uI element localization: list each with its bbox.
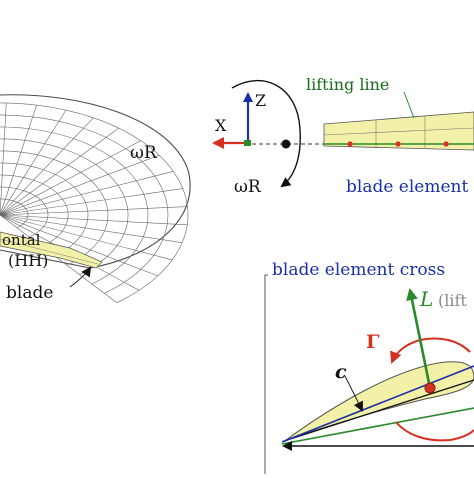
hub-dot [281, 139, 291, 149]
circulation-label: Γ [366, 331, 380, 353]
mesh-radial [0, 109, 67, 216]
lift-note: (lift [438, 291, 467, 310]
cross-section-panel [264, 258, 474, 474]
mesh-radial [0, 117, 94, 216]
circulation-arc-top [390, 337, 471, 364]
mesh-radial [0, 214, 183, 243]
chord-label: c [335, 361, 347, 383]
lifting-line-pointer [403, 91, 415, 119]
airfoil-shape [285, 361, 474, 441]
rotor-disc-mesh [0, 94, 191, 303]
lift-label: L [419, 287, 433, 311]
cross-section-title: blade element cross [272, 260, 445, 280]
blade-label: blade [6, 283, 53, 303]
right-omega-r-label: ωR [234, 177, 262, 197]
mesh-radial [0, 214, 118, 303]
mesh-radial [0, 103, 7, 216]
mesh-radial [0, 171, 174, 216]
chord-line [283, 379, 474, 442]
hh-label: (HH) [8, 251, 48, 270]
blade-pointer-arrow [69, 266, 92, 288]
mesh-ring [0, 186, 49, 238]
mesh-radial [0, 188, 183, 216]
blade-element-label: blade element [346, 177, 468, 197]
mesh-radial [0, 140, 141, 216]
z-axis-label: Z [255, 91, 266, 110]
mesh-radial [0, 214, 173, 261]
circulation-arc-bottom [395, 421, 474, 442]
mesh-radial [0, 105, 37, 216]
mesh-radial [0, 127, 119, 216]
lift-vector-arrow [406, 288, 432, 389]
x-axis-label: X [215, 116, 227, 135]
mesh-ring [0, 102, 189, 303]
inflow-velocity-line [281, 365, 474, 443]
aerodynamic-center-dot [424, 382, 436, 394]
blade-planform [323, 111, 474, 151]
chord-pointer [344, 375, 363, 412]
lifting-line-label: lifting line [306, 75, 389, 94]
rotor-blade [0, 231, 103, 269]
mesh-radial [0, 214, 158, 277]
resultant-velocity-line [281, 407, 474, 445]
hh-label-partial: ontal [2, 231, 41, 249]
mesh-radial [0, 206, 188, 216]
mesh-radial [0, 155, 160, 216]
mesh-radial [0, 214, 188, 226]
left-omega-r-label: ωR [130, 143, 158, 163]
coordinate-frame [212, 79, 324, 188]
rotation-arc-arrow [231, 79, 301, 188]
